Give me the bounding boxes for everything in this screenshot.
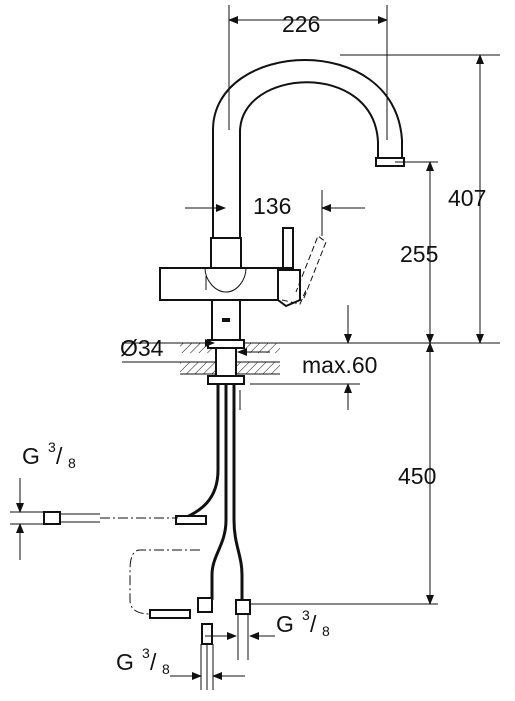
svg-text:8: 8 [68,455,76,471]
label-hose: 450 [398,463,436,489]
mixer-body [159,267,283,301]
spout-outlet [375,157,405,167]
label-width: 226 [282,11,320,37]
lever-alt-position [295,235,327,299]
loop-path [129,549,200,615]
hose-1 [179,384,220,522]
svg-text:8: 8 [162,661,170,677]
lever [282,227,294,269]
lever-base [277,269,301,308]
label-spout-height: 255 [400,241,438,267]
column [210,237,242,269]
thread-label-left: G 3 / 8 [22,439,76,471]
label-max: max.60 [302,352,377,378]
connector-left [197,597,213,613]
mount-nut [207,375,245,385]
hose-side [149,609,191,619]
svg-text:8: 8 [322,623,330,639]
mount-flange [207,339,245,349]
label-lever: 136 [253,193,291,219]
faucet-body [159,59,405,341]
thread-label-right: G 3 / 8 [276,607,330,639]
angle-valve [43,511,61,525]
connector-right [235,599,251,615]
thread-label-bottom: G 3 / 8 [116,645,170,677]
mount-shank [215,347,237,377]
svg-text:/: / [150,649,157,675]
svg-text:G: G [276,611,294,637]
hoses [10,384,251,690]
svg-text:G: G [22,443,40,469]
label-total-height: 407 [448,185,486,211]
spout-outer [212,59,403,238]
svg-text:3: 3 [48,439,56,455]
svg-text:/: / [310,611,317,637]
svg-text:/: / [56,443,63,469]
svg-text:G: G [116,649,134,675]
spout-inner [239,81,379,238]
svg-text:3: 3 [142,645,150,661]
svg-text:3: 3 [302,607,310,623]
hose-3 [232,384,244,600]
hose-2 [210,384,228,600]
counter-top [180,339,500,385]
label-diameter: Ø34 [120,335,164,361]
